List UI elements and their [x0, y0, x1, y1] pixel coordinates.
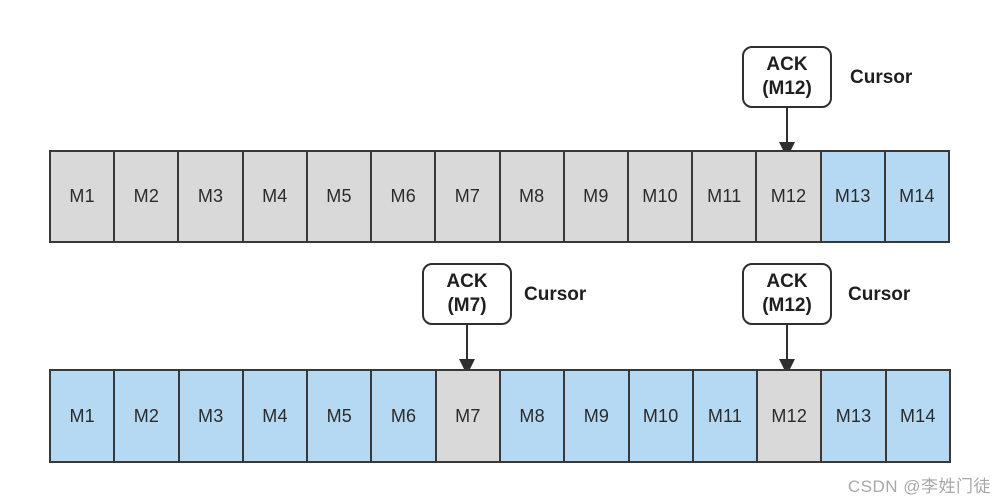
arrow-line: [786, 107, 788, 144]
cell-label: M1: [69, 186, 95, 206]
queue-cell-m14: M14: [883, 152, 949, 241]
queue-cell-m10: M10: [626, 152, 692, 241]
queue-cell-m9: M9: [563, 371, 628, 461]
queue-cell-m12: M12: [755, 152, 820, 241]
ack-box-m12-bottom: ACK (M12): [742, 263, 832, 325]
ack-box-line1: ACK: [446, 271, 488, 292]
queue-cell-m2: M2: [113, 152, 178, 241]
queue-cell-m4: M4: [241, 371, 307, 461]
arrow-line: [786, 324, 788, 361]
cell-label: M9: [583, 186, 609, 206]
queue-cell-m9: M9: [562, 152, 627, 241]
cell-label: M13: [835, 405, 872, 426]
cell-label: M10: [642, 186, 678, 206]
cell-label: M8: [519, 405, 545, 426]
cell-label: M9: [583, 405, 610, 426]
cell-label: M6: [390, 186, 416, 206]
queue-row-bottom: M1 M2 M3 M4 M5 M6 M7 M8 M9 M10 M11 M12 M13 M14: [49, 369, 951, 463]
queue-cell-m5: M5: [305, 152, 371, 241]
queue-cell-m3: M3: [177, 371, 242, 461]
ack-box-m7-bottom: ACK (M7): [422, 263, 512, 325]
queue-cell-m5: M5: [306, 371, 371, 461]
cell-label: M10: [642, 405, 679, 426]
cell-label: M5: [326, 405, 352, 426]
queue-cell-m12: M12: [756, 371, 821, 461]
cell-label: M3: [198, 405, 224, 426]
queue-cell-m11: M11: [691, 152, 756, 241]
cursor-label-top: Cursor: [850, 67, 913, 88]
cell-label: M2: [133, 405, 160, 426]
cell-label: M5: [326, 186, 352, 206]
ack-box-line1: ACK: [766, 271, 808, 292]
queue-cell-m11: M11: [691, 371, 757, 461]
cell-label: M1: [69, 405, 95, 426]
queue-cell-m1: M1: [51, 371, 114, 461]
ack-box-line1: ACK: [766, 54, 808, 75]
cell-label: M12: [770, 186, 807, 206]
arrow-line: [466, 324, 468, 361]
cell-label: M7: [455, 405, 481, 426]
ack-box-m12-top: ACK (M12): [742, 46, 832, 108]
cell-label: M13: [834, 186, 871, 206]
cell-label: M4: [262, 186, 288, 206]
cell-label: M2: [133, 186, 160, 206]
queue-cell-m8: M8: [498, 152, 563, 241]
cursor-label-bottom-left: Cursor: [524, 284, 587, 305]
cell-label: M8: [518, 186, 545, 206]
queue-cell-m7: M7: [434, 371, 499, 461]
queue-cell-m3: M3: [177, 152, 242, 241]
queue-cell-m13: M13: [819, 152, 884, 241]
cell-label: M6: [390, 405, 417, 426]
cell-label: M14: [899, 405, 936, 426]
cell-label: M3: [197, 186, 224, 206]
queue-row-top: M1 M2 M3 M4 M5 M6 M7 M8 M9 M10 M11 M12 M13 M14: [49, 150, 950, 243]
ack-box-line2: (M12): [762, 78, 812, 99]
queue-cell-m6: M6: [370, 152, 435, 241]
queue-cell-m13: M13: [820, 371, 885, 461]
queue-cell-m10: M10: [627, 371, 692, 461]
queue-cell-m7: M7: [434, 152, 499, 241]
cell-label: M11: [707, 405, 743, 426]
cell-label: M14: [899, 186, 935, 206]
queue-cell-m6: M6: [370, 371, 435, 461]
queue-cell-m8: M8: [498, 371, 564, 461]
cell-label: M12: [771, 405, 808, 426]
queue-cell-m14: M14: [884, 371, 949, 461]
ack-box-line2: (M7): [447, 295, 487, 316]
queue-cell-m4: M4: [241, 152, 306, 241]
cell-label: M11: [707, 186, 742, 206]
queue-cell-m1: M1: [51, 152, 114, 241]
cursor-label-bottom-right: Cursor: [848, 284, 911, 305]
cell-label: M7: [454, 186, 481, 206]
cell-label: M4: [262, 405, 288, 426]
ack-box-line2: (M12): [762, 295, 812, 316]
queue-cell-m2: M2: [113, 371, 178, 461]
watermark: CSDN @李姓门徒: [847, 477, 991, 496]
